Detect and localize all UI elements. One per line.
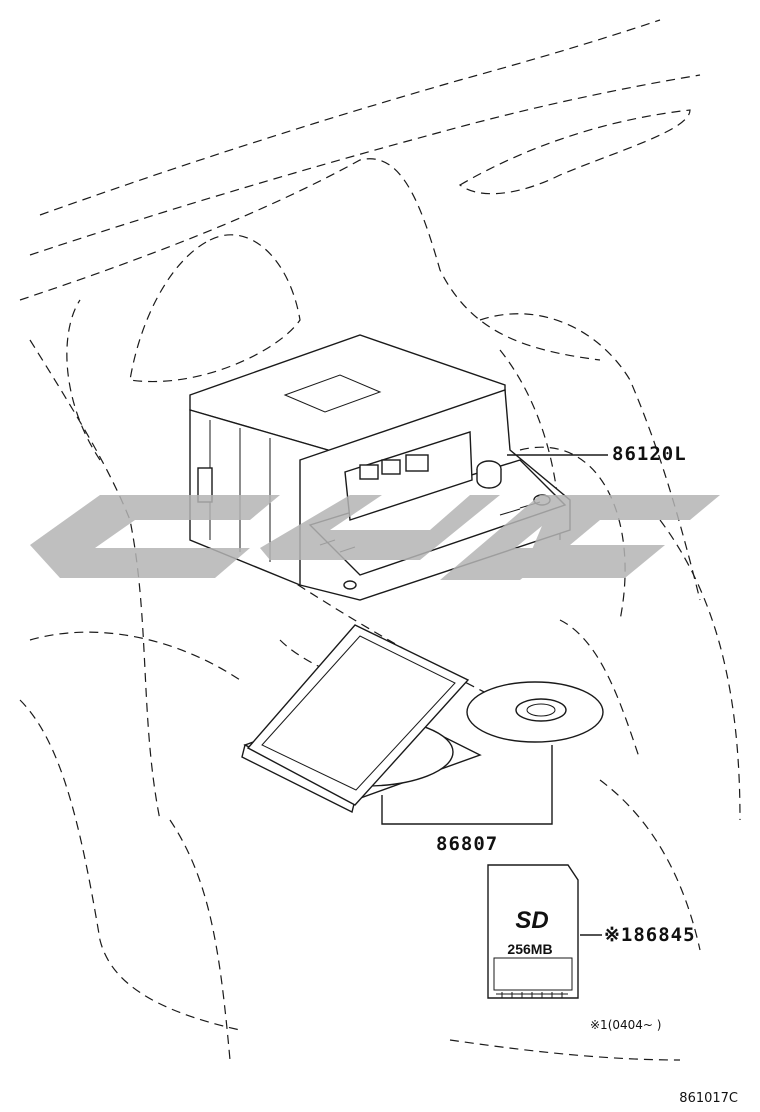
sd-capacity-label: 256MB [507, 941, 552, 957]
watermark-stroke-4 [520, 495, 720, 578]
part-label-86120L: 86120L [612, 443, 687, 465]
production-date-note: ※1(0404~ ) [590, 1018, 662, 1032]
watermark-logo [30, 495, 720, 580]
sd-card: SD 256MB [487, 864, 579, 999]
watermark-stroke-2 [260, 495, 500, 560]
dashboard-outline [19, 19, 741, 1061]
watermark-stroke-1 [30, 495, 280, 578]
part-label-86845: ※186845 [604, 924, 696, 946]
diagram-code: 861017C [679, 1091, 738, 1106]
part-label-86807: 86807 [436, 833, 499, 855]
dvd-map-disc-case [241, 624, 604, 814]
sd-brand-logo: SD [515, 907, 548, 934]
leader-86807 [381, 745, 553, 825]
